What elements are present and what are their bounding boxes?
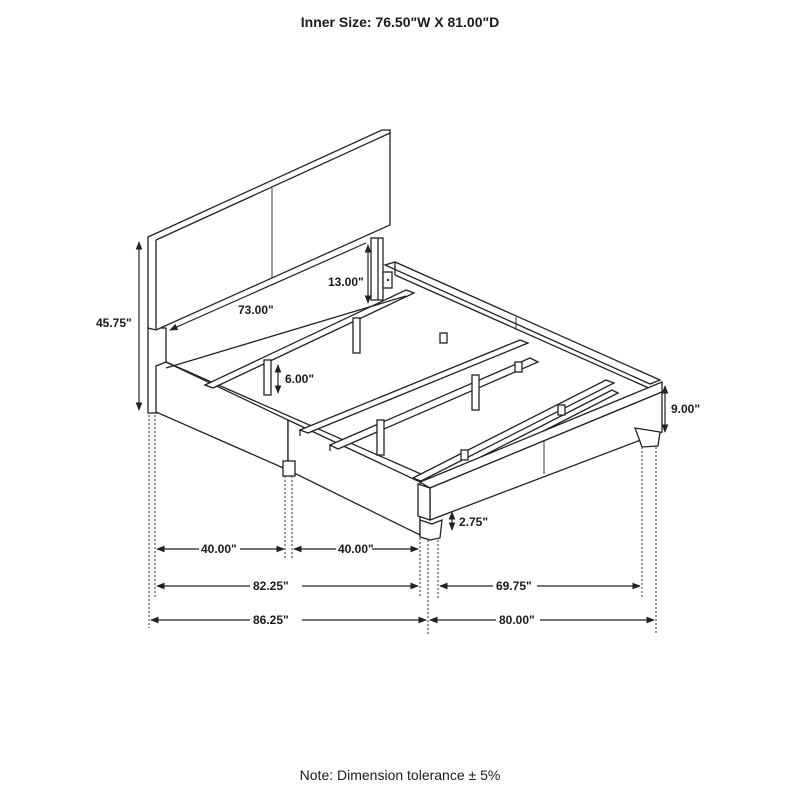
footboard [417,381,663,521]
vertical-dimensions: 45.75" 13.00" 6.00" 9.00" 2.75" [96,241,700,531]
horizontal-dimensions: 40.00" 40.00" 82.25" 69.75" 86.25" 80.00… [150,542,655,627]
tolerance-note: Note: Dimension tolerance ± 5% [299,767,501,783]
center-leg-height-label: 6.00" [285,372,314,386]
foot-inner-width-label: 69.75" [496,579,532,593]
side-inner-length-label: 82.25" [253,579,289,593]
overall-length-label: 86.25" [253,613,289,627]
side-half-right-label: 40.00" [338,542,374,556]
headboard [147,129,391,331]
side-half-left-label: 40.00" [201,542,237,556]
far-side-rail [383,261,662,394]
overall-width-label: 80.00" [499,613,535,627]
near-side-rail [155,361,431,537]
frame-height-label: 9.00" [671,402,700,416]
center-support-legs [263,317,566,461]
hinge-bracket [382,271,393,289]
leg-height-label: 2.75" [459,515,488,529]
headboard-height-label: 45.75" [96,316,132,330]
headboard-width-label: 73.00" [238,303,274,317]
extension-lines [148,415,657,635]
headboard-clearance-label: 13.00" [328,275,364,289]
headboard-width-dimension: 73.00" [169,242,367,331]
bed-legs [282,427,661,541]
inner-size-title: Inner Size: 76.50"W X 81.00"D [300,14,500,30]
